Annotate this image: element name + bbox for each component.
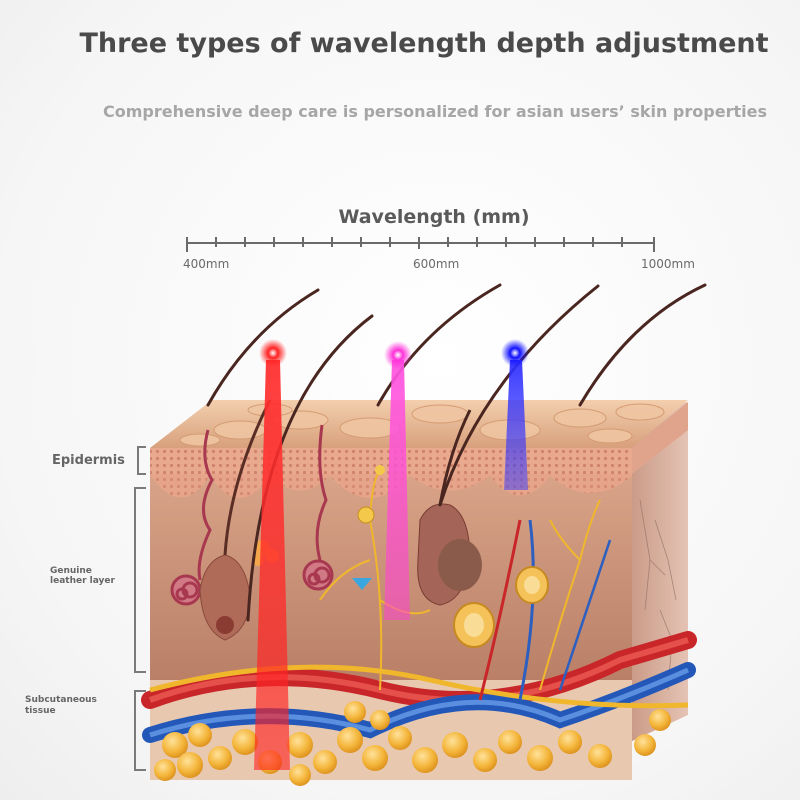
hair-follicle-left bbox=[199, 399, 272, 641]
scale-label-1000: 1000mm bbox=[641, 257, 695, 271]
sebaceous-glands bbox=[252, 540, 549, 648]
dermis-label-line1: Genuine bbox=[50, 566, 92, 576]
wavelength-scale-title: Wavelength (mm) bbox=[338, 206, 530, 228]
receptor-icon bbox=[352, 578, 372, 590]
subcutaneous-label-line2: tissue bbox=[25, 706, 56, 716]
scale-label-400: 400mm bbox=[183, 257, 230, 271]
scale-label-600: 600mm bbox=[413, 257, 460, 271]
pink-light-beam bbox=[384, 360, 410, 620]
red-light-beam bbox=[254, 360, 290, 770]
subcutaneous-label-line1: Subcutaneous bbox=[25, 695, 97, 705]
sweat-glands bbox=[170, 424, 334, 606]
fat-cells bbox=[154, 701, 671, 786]
blood-vessels bbox=[141, 519, 697, 743]
layer-brackets bbox=[134, 446, 146, 771]
red-light-source-icon bbox=[259, 339, 287, 367]
page-subtitle: Comprehensive deep care is personalized … bbox=[103, 102, 767, 121]
page-title: Three types of wavelength depth adjustme… bbox=[79, 28, 769, 59]
light-beams bbox=[254, 360, 528, 770]
pink-light-source-icon bbox=[384, 341, 412, 369]
hair-strands bbox=[206, 283, 707, 622]
wavelength-scale-bar bbox=[186, 237, 655, 252]
dermis-label-line2: leather layer bbox=[50, 576, 115, 586]
hair-follicle-center bbox=[417, 409, 482, 606]
blue-light-source-icon bbox=[501, 339, 529, 367]
epidermis-label: Epidermis bbox=[52, 453, 125, 468]
nerve-ending bbox=[357, 506, 375, 524]
blue-light-beam bbox=[504, 360, 528, 490]
